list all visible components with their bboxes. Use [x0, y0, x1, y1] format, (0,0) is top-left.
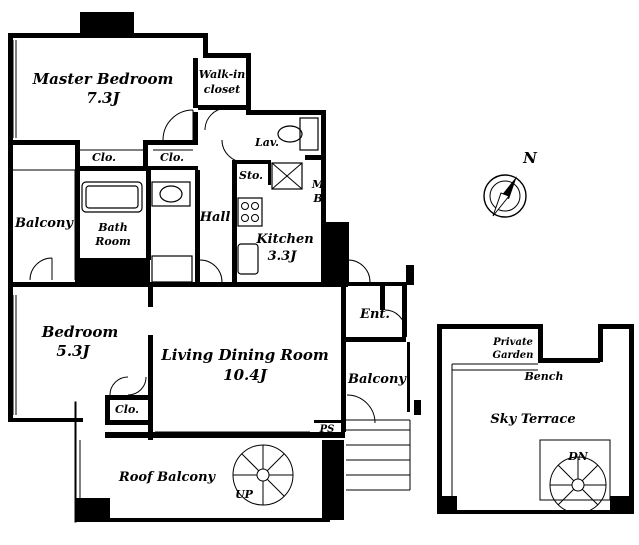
pipe-space-label: PS — [319, 424, 335, 435]
closet-label-2: Clo. — [160, 151, 184, 164]
bedroom-name: Bedroom — [41, 323, 119, 341]
kitchen-size: 3.3J — [268, 249, 298, 264]
stairs-down-label: DN — [567, 450, 589, 463]
balcony-east-label: Balcony — [347, 372, 407, 387]
kitchen-name: Kitchen — [255, 232, 313, 247]
master-bedroom-size: 7.3J — [86, 89, 120, 107]
compass-icon — [483, 174, 527, 218]
lavatory-label: Lav. — [254, 136, 279, 149]
walk-in-closet-label-1: Walk-in — [199, 68, 246, 81]
roof-balcony-label: Roof Balcony — [118, 470, 217, 485]
fixtures — [80, 117, 320, 285]
bench-label: Bench — [524, 370, 564, 383]
sky-terrace-label: Sky Terrace — [490, 412, 575, 427]
walk-in-closet-label-2: closet — [204, 83, 241, 96]
meter-box-label-1: M — [311, 178, 325, 191]
compass-north-label: N — [522, 149, 538, 167]
room-labels: Master Bedroom 7.3J Walk-in closet Lav. … — [14, 68, 589, 501]
bathroom-label-2: Room — [94, 235, 130, 248]
closet-label-3: Clo. — [115, 403, 139, 416]
storage-label: Sto. — [239, 169, 263, 182]
living-dining-name: Living Dining Room — [160, 346, 329, 364]
exterior-walls — [8, 12, 421, 523]
stairs-up-label: UP — [235, 488, 254, 501]
spiral-stair-up — [232, 444, 294, 506]
balcony-outlines — [13, 169, 411, 500]
sky-terrace-walls — [437, 324, 634, 514]
living-dining-size: 10.4J — [223, 366, 268, 384]
closet-label-1: Clo. — [92, 151, 116, 164]
balcony-west-label: Balcony — [14, 216, 74, 231]
bedroom-size: 5.3J — [56, 342, 90, 360]
bathroom-label-1: Bath — [97, 221, 128, 234]
entrance-label: Ent. — [359, 307, 390, 322]
hall-label: Hall — [199, 210, 231, 225]
master-bedroom-name: Master Bedroom — [32, 70, 174, 88]
private-garden-label-1: Private — [492, 337, 533, 348]
private-garden-label-2: Garden — [493, 350, 534, 361]
doors — [29, 107, 406, 424]
meter-box-label-2: B — [312, 192, 322, 205]
spiral-stair-down — [539, 439, 611, 514]
windows — [12, 40, 346, 437]
